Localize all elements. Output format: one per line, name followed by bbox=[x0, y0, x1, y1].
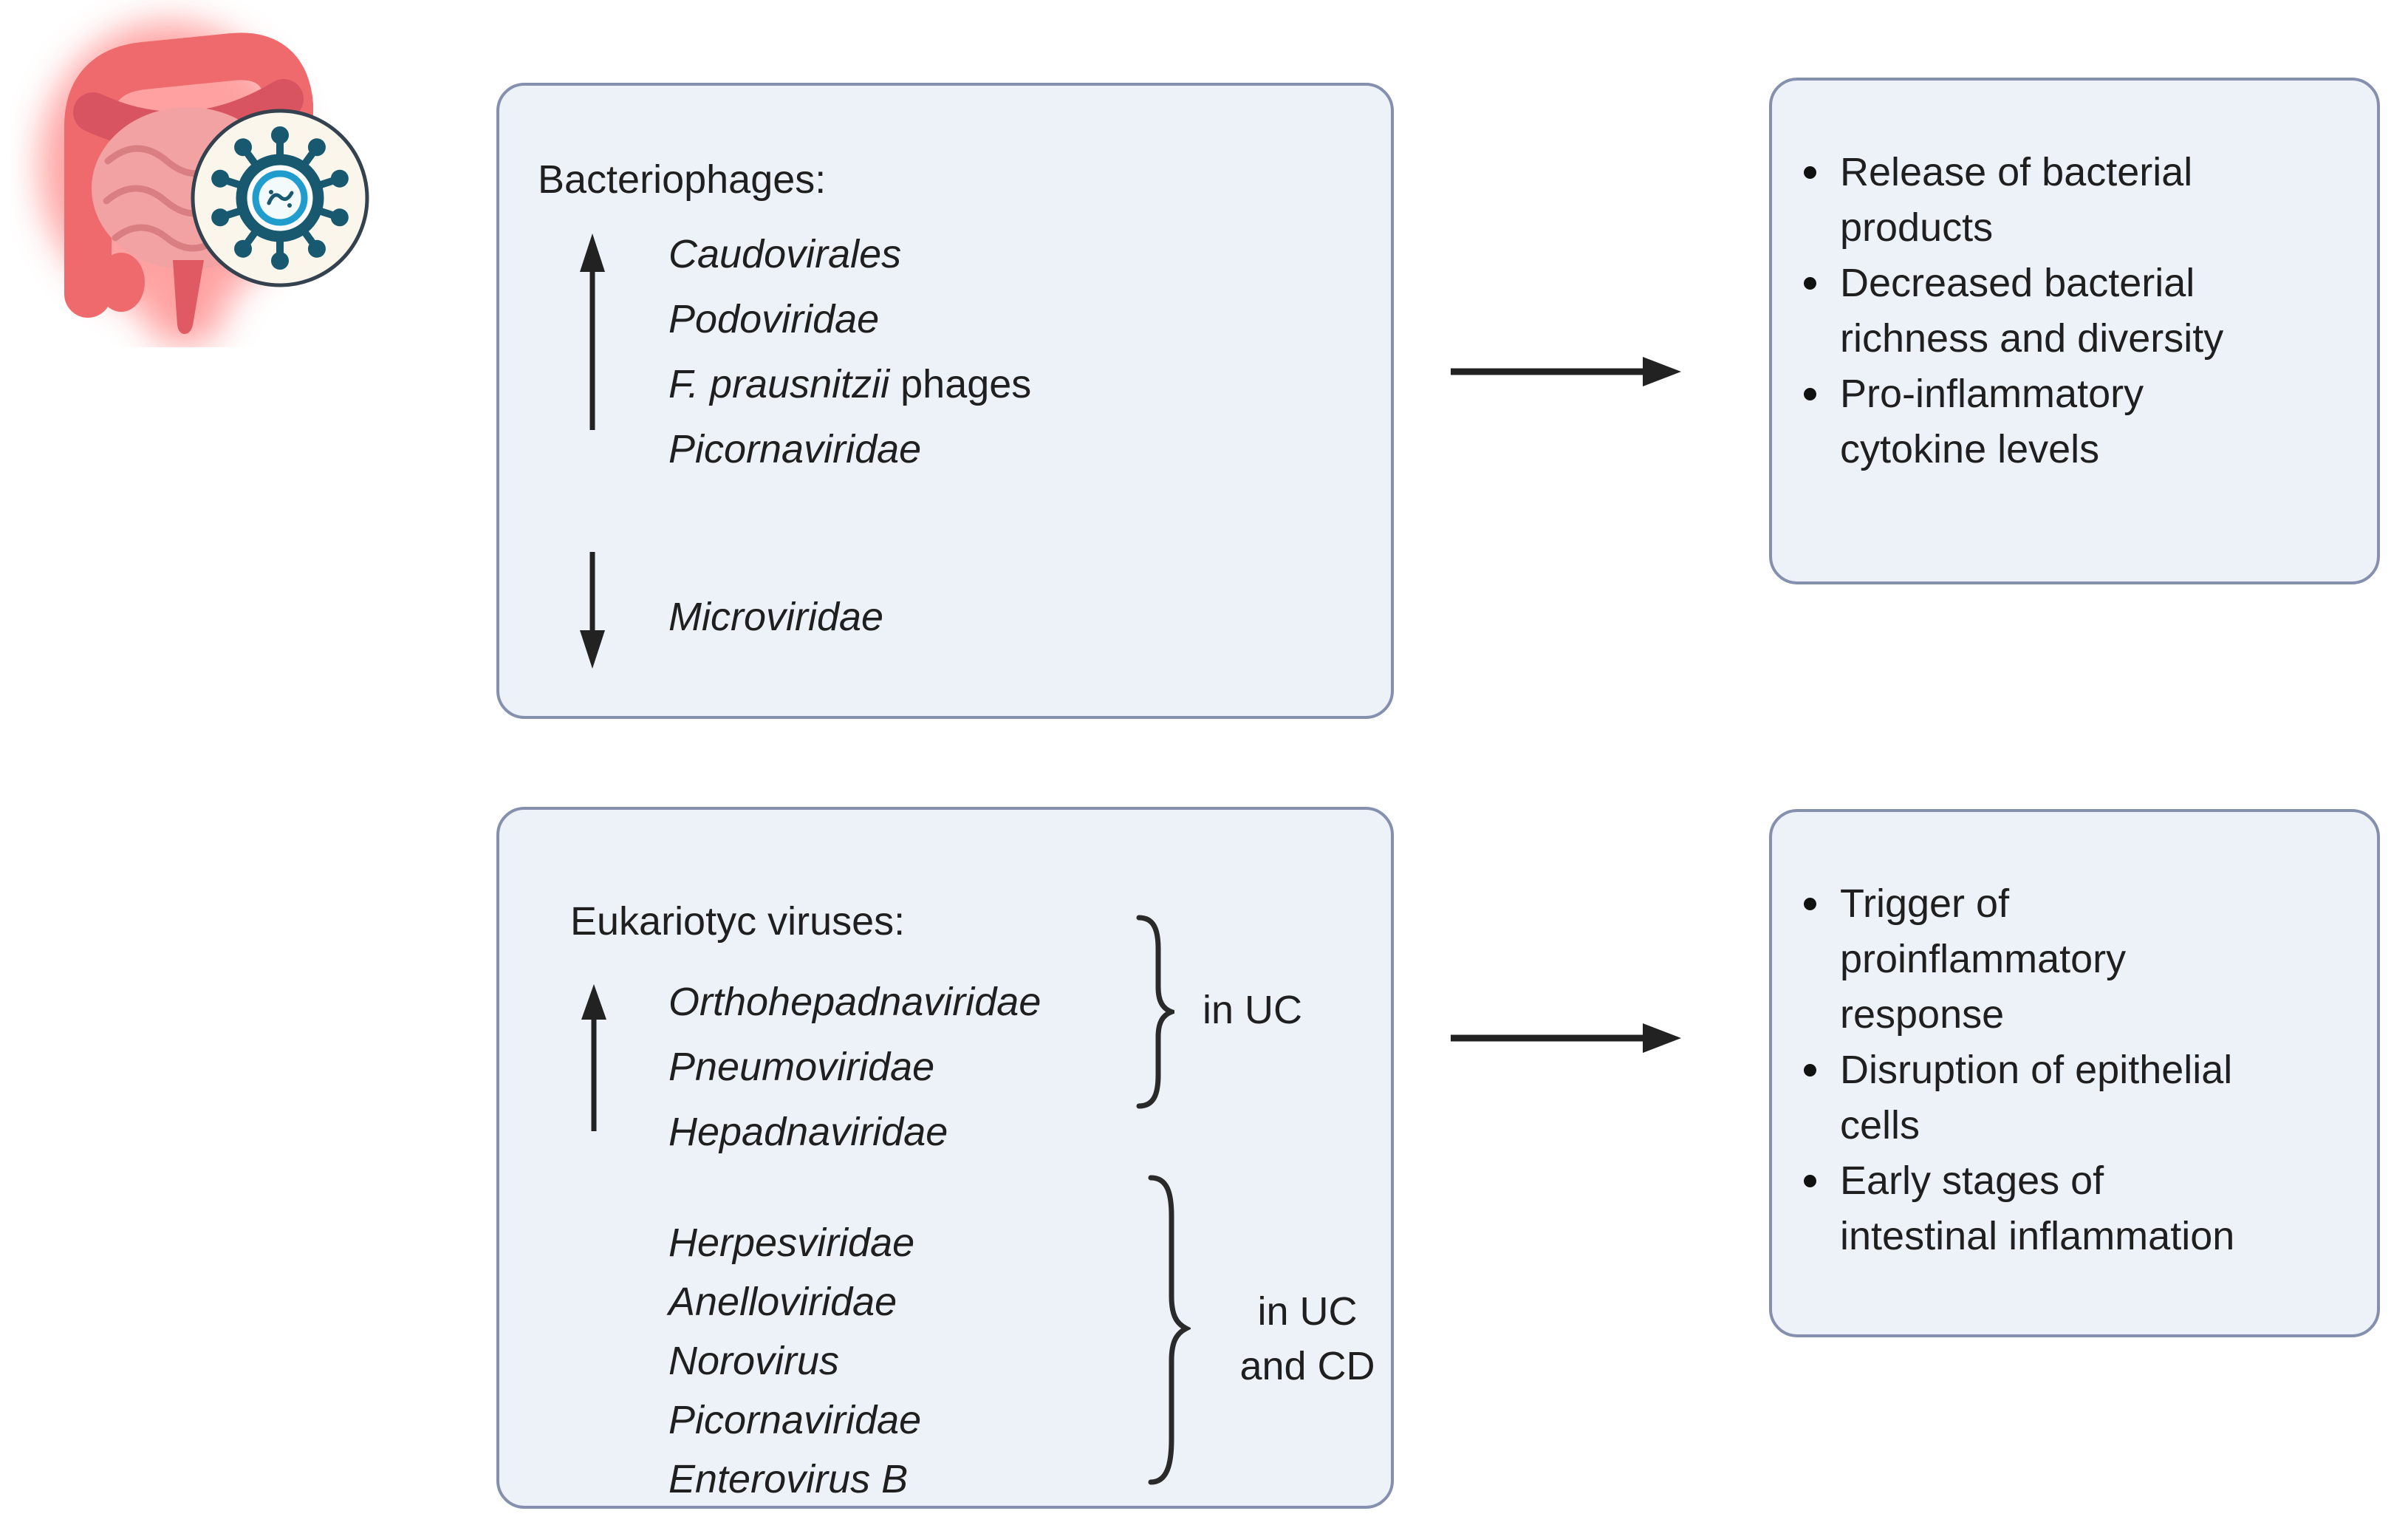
virus-name: Herpesviridae bbox=[668, 1221, 915, 1265]
right-arrow-icon bbox=[1451, 1023, 1681, 1053]
bullet-dot-icon bbox=[1804, 388, 1816, 400]
bacteriophages-decreased-list: Microviridae bbox=[668, 584, 883, 649]
virus-name: Picornaviridae bbox=[668, 427, 922, 471]
bullet-item: Pro-inflammatory cytokine levels bbox=[1804, 366, 2350, 477]
bullet-dot-icon bbox=[1804, 1175, 1816, 1187]
bullet-dot-icon bbox=[1804, 898, 1816, 910]
virus-name: Podoviridae bbox=[668, 297, 880, 341]
virus-name: Enterovirus B bbox=[668, 1457, 909, 1501]
bacteriophage-effects-box bbox=[1769, 78, 2380, 584]
virus-name: Hepadnaviridae bbox=[668, 1110, 948, 1154]
bacteriophage-effects-list: Release of bacterial products Decreased … bbox=[1804, 145, 2350, 477]
eukaryotic-title: Eukariotyc viruses: bbox=[570, 899, 906, 944]
virus-name: Orthohepadnaviridae bbox=[668, 980, 1041, 1024]
up-arrow-icon bbox=[581, 984, 606, 1131]
curly-brace-icon bbox=[1136, 915, 1174, 1109]
bullet-item: Decreased bacterial richness and diversi… bbox=[1804, 256, 2350, 366]
bullet-dot-icon bbox=[1804, 1064, 1816, 1077]
uc-cd-virus-list: Herpesviridae Anelloviridae Norovirus Pi… bbox=[668, 1213, 921, 1509]
bullet-item: Early stages of intestinal inflammation bbox=[1804, 1153, 2365, 1264]
virus-name: Picornaviridae bbox=[668, 1398, 922, 1442]
bacteriophages-box bbox=[496, 83, 1394, 719]
bullet-item: Disruption of epithelial cells bbox=[1804, 1043, 2365, 1153]
bullet-dot-icon bbox=[1804, 277, 1816, 290]
eukaryotic-effects-list: Trigger of proinflammatory response Disr… bbox=[1804, 876, 2365, 1264]
bullet-item: Release of bacterial products bbox=[1804, 145, 2350, 256]
eukaryotic-effects-box bbox=[1769, 809, 2380, 1337]
bullet-dot-icon bbox=[1804, 166, 1816, 179]
uc-virus-list: Orthohepadnaviridae Pneumoviridae Hepadn… bbox=[668, 969, 1041, 1164]
virus-icon bbox=[191, 109, 369, 287]
virus-name: Microviridae bbox=[668, 595, 884, 639]
uc-label: in UC bbox=[1203, 988, 1303, 1032]
virus-name: Caudovirales bbox=[668, 232, 902, 276]
bacteriophages-title: Bacteriophages: bbox=[538, 157, 827, 202]
virus-name: Pneumoviridae bbox=[668, 1045, 935, 1089]
bullet-item: Trigger of proinflammatory response bbox=[1804, 876, 2365, 1043]
down-arrow-icon bbox=[580, 552, 605, 669]
eukaryotic-viruses-box bbox=[496, 807, 1394, 1509]
virus-name: Norovirus bbox=[668, 1339, 840, 1383]
uc-cd-label: in UC and CD bbox=[1239, 1289, 1375, 1388]
curly-brace-icon bbox=[1148, 1175, 1191, 1485]
virus-name: F. prausnitzii phages bbox=[668, 362, 1032, 406]
gut-virome-illustration bbox=[40, 22, 369, 347]
bacteriophages-increased-list: Caudovirales Podoviridae F. prausnitzii … bbox=[668, 222, 1031, 482]
right-arrow-icon bbox=[1451, 357, 1681, 386]
virus-name: Anelloviridae bbox=[668, 1280, 897, 1324]
up-arrow-icon bbox=[580, 233, 605, 430]
